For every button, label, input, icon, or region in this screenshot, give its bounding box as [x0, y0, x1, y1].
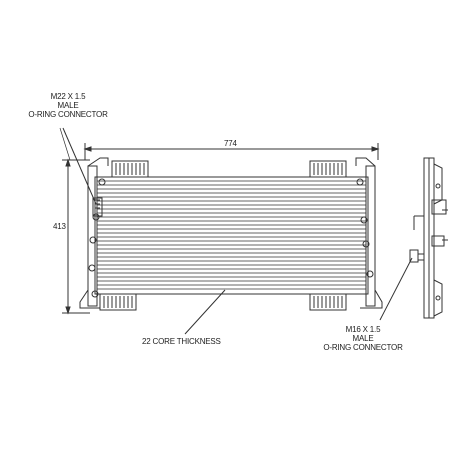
- width-dimension-label: 774: [223, 139, 238, 148]
- inlet-leader-line-2: [59, 127, 71, 161]
- outlet-callout-connector: O-RING CONNECTOR: [323, 343, 403, 352]
- right-tank: [365, 165, 376, 307]
- top-right-corner: [355, 157, 376, 167]
- height-dimension-label: 413: [53, 221, 66, 232]
- inlet-callout: M22 X 1.5 MALE O-RING CONNECTOR: [28, 92, 108, 119]
- bottom-left-foot: [79, 289, 100, 309]
- inlet-callout-size: M22 X 1.5: [50, 92, 86, 101]
- core-thickness-label: 22 CORE THICKNESS: [142, 337, 221, 346]
- side-view: [409, 157, 448, 319]
- bottom-right-foot: [360, 289, 383, 309]
- outlet-callout-size: M16 X 1.5: [345, 325, 381, 334]
- core-thickness-leader: [184, 289, 226, 335]
- outlet-leader-line: [379, 257, 413, 321]
- width-dimension-line: [83, 143, 380, 160]
- core-frame: [94, 176, 369, 295]
- mounting-holes: [88, 178, 374, 298]
- inlet-callout-type: MALE: [57, 101, 79, 110]
- inlet-callout-connector: O-RING CONNECTOR: [28, 110, 108, 119]
- inlet-connector: [92, 197, 103, 217]
- left-tank: [87, 165, 98, 307]
- bottom-left-bracket: [99, 293, 137, 311]
- inlet-leader-line: [62, 127, 97, 205]
- top-left-corner: [87, 157, 109, 167]
- height-dimension-line: [62, 158, 90, 315]
- top-right-bracket: [309, 160, 347, 178]
- bottom-right-bracket: [309, 293, 347, 311]
- outlet-callout-type: MALE: [352, 334, 374, 343]
- top-left-bracket: [111, 160, 149, 178]
- outlet-callout: M16 X 1.5 MALE O-RING CONNECTOR: [316, 325, 410, 352]
- core-fins: [97, 180, 366, 290]
